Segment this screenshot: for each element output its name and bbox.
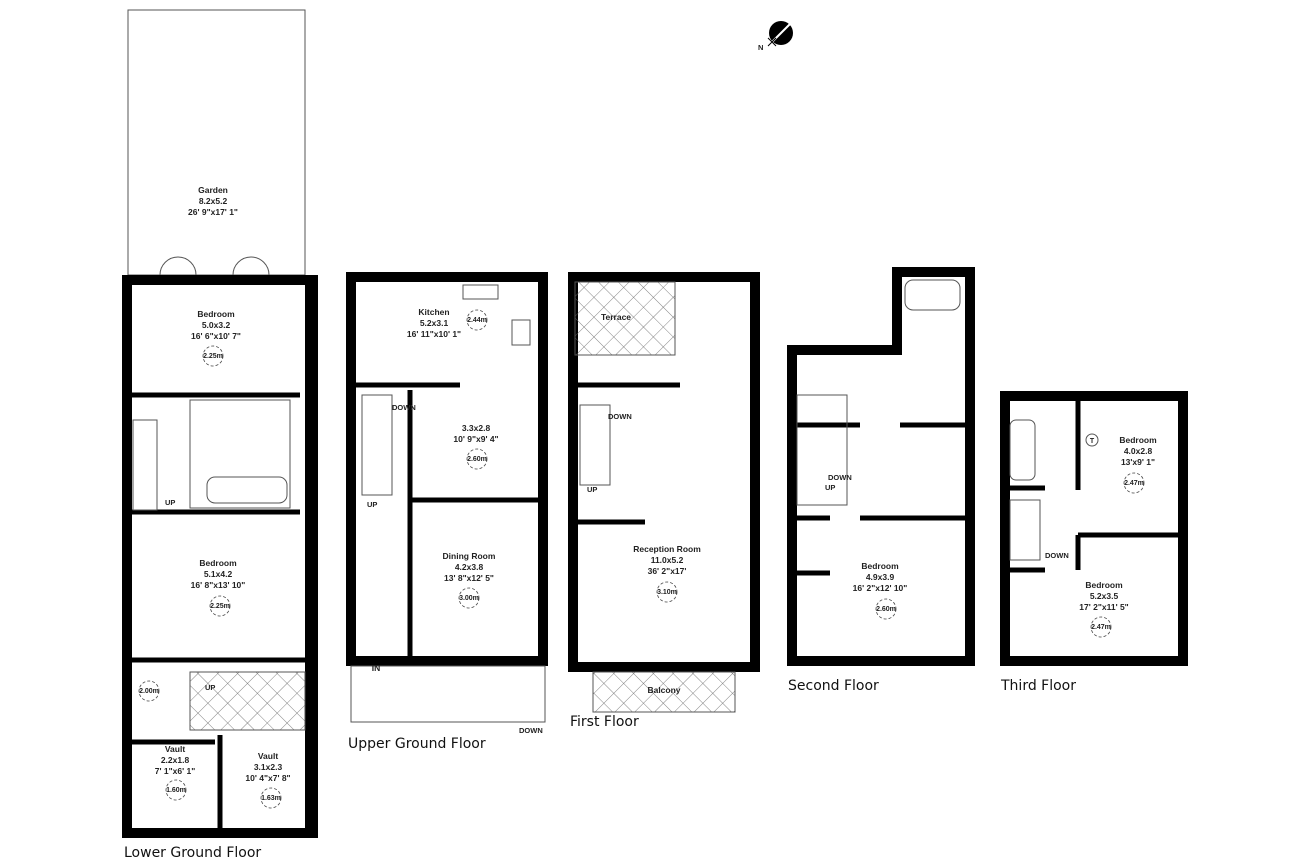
stair-label: UP bbox=[205, 683, 215, 692]
room-size-m: 4.0x2.8 bbox=[1124, 446, 1153, 456]
room-size-m: 5.1x4.2 bbox=[204, 569, 233, 579]
entrance-label: IN bbox=[372, 663, 381, 673]
room-size-ft: 36' 2"x17' bbox=[648, 566, 687, 576]
lower-ground-floor: Garden 8.2x5.2 26' 9"x17' 1" Bedroom 5.0… bbox=[122, 9, 318, 861]
ceiling-height: 2.25m bbox=[203, 353, 223, 360]
outer-wall bbox=[346, 272, 548, 666]
floor-title: Lower Ground Floor bbox=[124, 845, 261, 861]
hob-icon bbox=[511, 319, 531, 346]
stairs bbox=[796, 394, 848, 506]
room-size-ft: 7' 1"x6' 1" bbox=[155, 766, 195, 776]
bath-icon bbox=[1009, 419, 1036, 481]
room-name: Reception Room bbox=[633, 544, 701, 554]
room-size-ft: 16' 2"x12' 10" bbox=[853, 583, 908, 593]
room-size-m: 2.2x1.8 bbox=[161, 755, 190, 765]
room-size-m: 11.0x5.2 bbox=[651, 555, 684, 565]
ceiling-height: 2.25m bbox=[210, 603, 230, 610]
room-name: Dining Room bbox=[443, 551, 496, 561]
sink-icon bbox=[462, 284, 499, 300]
room-name: Bedroom bbox=[199, 558, 237, 568]
north-label: N bbox=[758, 43, 763, 52]
room-name: Bedroom bbox=[197, 309, 235, 319]
floor-title: First Floor bbox=[570, 714, 639, 730]
ceiling-height: 1.63m bbox=[261, 795, 281, 802]
terrace bbox=[574, 281, 676, 356]
room-size-m: 5.2x3.1 bbox=[420, 318, 449, 328]
upper-ground-floor: Kitchen 5.2x3.1 16' 11"x10' 1" 2.44m 3.3… bbox=[346, 272, 548, 752]
room-name: Vault bbox=[165, 744, 185, 754]
stairs bbox=[132, 419, 158, 511]
ceiling-height: 3.10m bbox=[657, 589, 677, 596]
floor-title: Upper Ground Floor bbox=[348, 736, 486, 752]
front-steps bbox=[350, 665, 546, 723]
room-name: Bedroom bbox=[1119, 435, 1157, 445]
outer-wall bbox=[1000, 391, 1188, 666]
room-size-m: 3.1x2.3 bbox=[254, 762, 283, 772]
room-name: Vault bbox=[258, 751, 278, 761]
third-floor: T Bedroom 4.0x2.8 13'x9' 1" 2.47m Bedroo… bbox=[1000, 391, 1188, 694]
room-size-ft: 10' 4"x7' 8" bbox=[245, 773, 290, 783]
ceiling-height: 2.60m bbox=[467, 456, 487, 463]
stair-label: DOWN bbox=[392, 403, 416, 412]
room-size-m: 4.2x3.8 bbox=[455, 562, 484, 572]
room-size-ft: 16' 8"x13' 10" bbox=[191, 580, 246, 590]
ceiling-height: 3.00m bbox=[459, 595, 479, 602]
ceiling-height: 2.47m bbox=[1124, 480, 1144, 487]
ceiling-height: 2.00m bbox=[139, 688, 159, 695]
ceiling-height: 2.47m bbox=[1091, 624, 1111, 631]
stair-label: DOWN bbox=[828, 473, 852, 482]
garden-area bbox=[127, 9, 306, 276]
stair-label: DOWN bbox=[519, 726, 543, 735]
bath-icon bbox=[904, 279, 961, 311]
stair-label: DOWN bbox=[1045, 551, 1069, 560]
stair-label: UP bbox=[367, 500, 377, 509]
room-size-ft: 16' 6"x10' 7" bbox=[191, 331, 241, 341]
room-size-m: 4.9x3.9 bbox=[866, 572, 895, 582]
ceiling-height: 1.60m bbox=[166, 787, 186, 794]
balcony bbox=[592, 671, 736, 713]
tank-label: T bbox=[1090, 438, 1095, 445]
room-size-ft: 13' 8"x12' 5" bbox=[444, 573, 494, 583]
north-arrow-icon: N bbox=[758, 21, 793, 52]
floor-title: Third Floor bbox=[1000, 678, 1076, 694]
room-size-m: 8.2x5.2 bbox=[199, 196, 228, 206]
room-size-ft: 26' 9"x17' 1" bbox=[188, 207, 238, 217]
first-floor: Terrace Reception Room 11.0x5.2 36' 2"x1… bbox=[568, 272, 760, 730]
stair-label: UP bbox=[165, 498, 175, 507]
stairs bbox=[1009, 499, 1041, 561]
room-size-ft: 16' 11"x10' 1" bbox=[407, 329, 461, 339]
room-name: Kitchen bbox=[418, 307, 449, 317]
room-size-m: 5.0x3.2 bbox=[202, 320, 231, 330]
room-name: Bedroom bbox=[861, 561, 899, 571]
stair-label: UP bbox=[825, 483, 835, 492]
bath-icon bbox=[206, 476, 288, 504]
room-size-ft: 13'x9' 1" bbox=[1121, 457, 1155, 467]
room-size-m: 3.3x2.8 bbox=[462, 423, 491, 433]
outer-wall bbox=[787, 267, 975, 666]
second-floor: Bedroom 4.9x3.9 16' 2"x12' 10" 2.60m DOW… bbox=[787, 267, 975, 694]
ceiling-height: 2.44m bbox=[467, 317, 487, 324]
stairs bbox=[579, 404, 611, 486]
room-name: Bedroom bbox=[1085, 580, 1123, 590]
room-size-ft: 10' 9"x9' 4" bbox=[453, 434, 498, 444]
stair-label: DOWN bbox=[608, 412, 632, 421]
floor-title: Second Floor bbox=[788, 678, 879, 694]
room-name: Garden bbox=[198, 185, 228, 195]
outer-wall bbox=[568, 272, 760, 672]
room-name: Terrace bbox=[601, 312, 631, 322]
room-name: Balcony bbox=[647, 685, 680, 695]
stair-label: UP bbox=[587, 485, 597, 494]
stairs bbox=[361, 394, 393, 496]
room-size-ft: 17' 2"x11' 5" bbox=[1079, 602, 1128, 612]
room-size-m: 5.2x3.5 bbox=[1090, 591, 1119, 601]
ceiling-height: 2.60m bbox=[876, 606, 896, 613]
